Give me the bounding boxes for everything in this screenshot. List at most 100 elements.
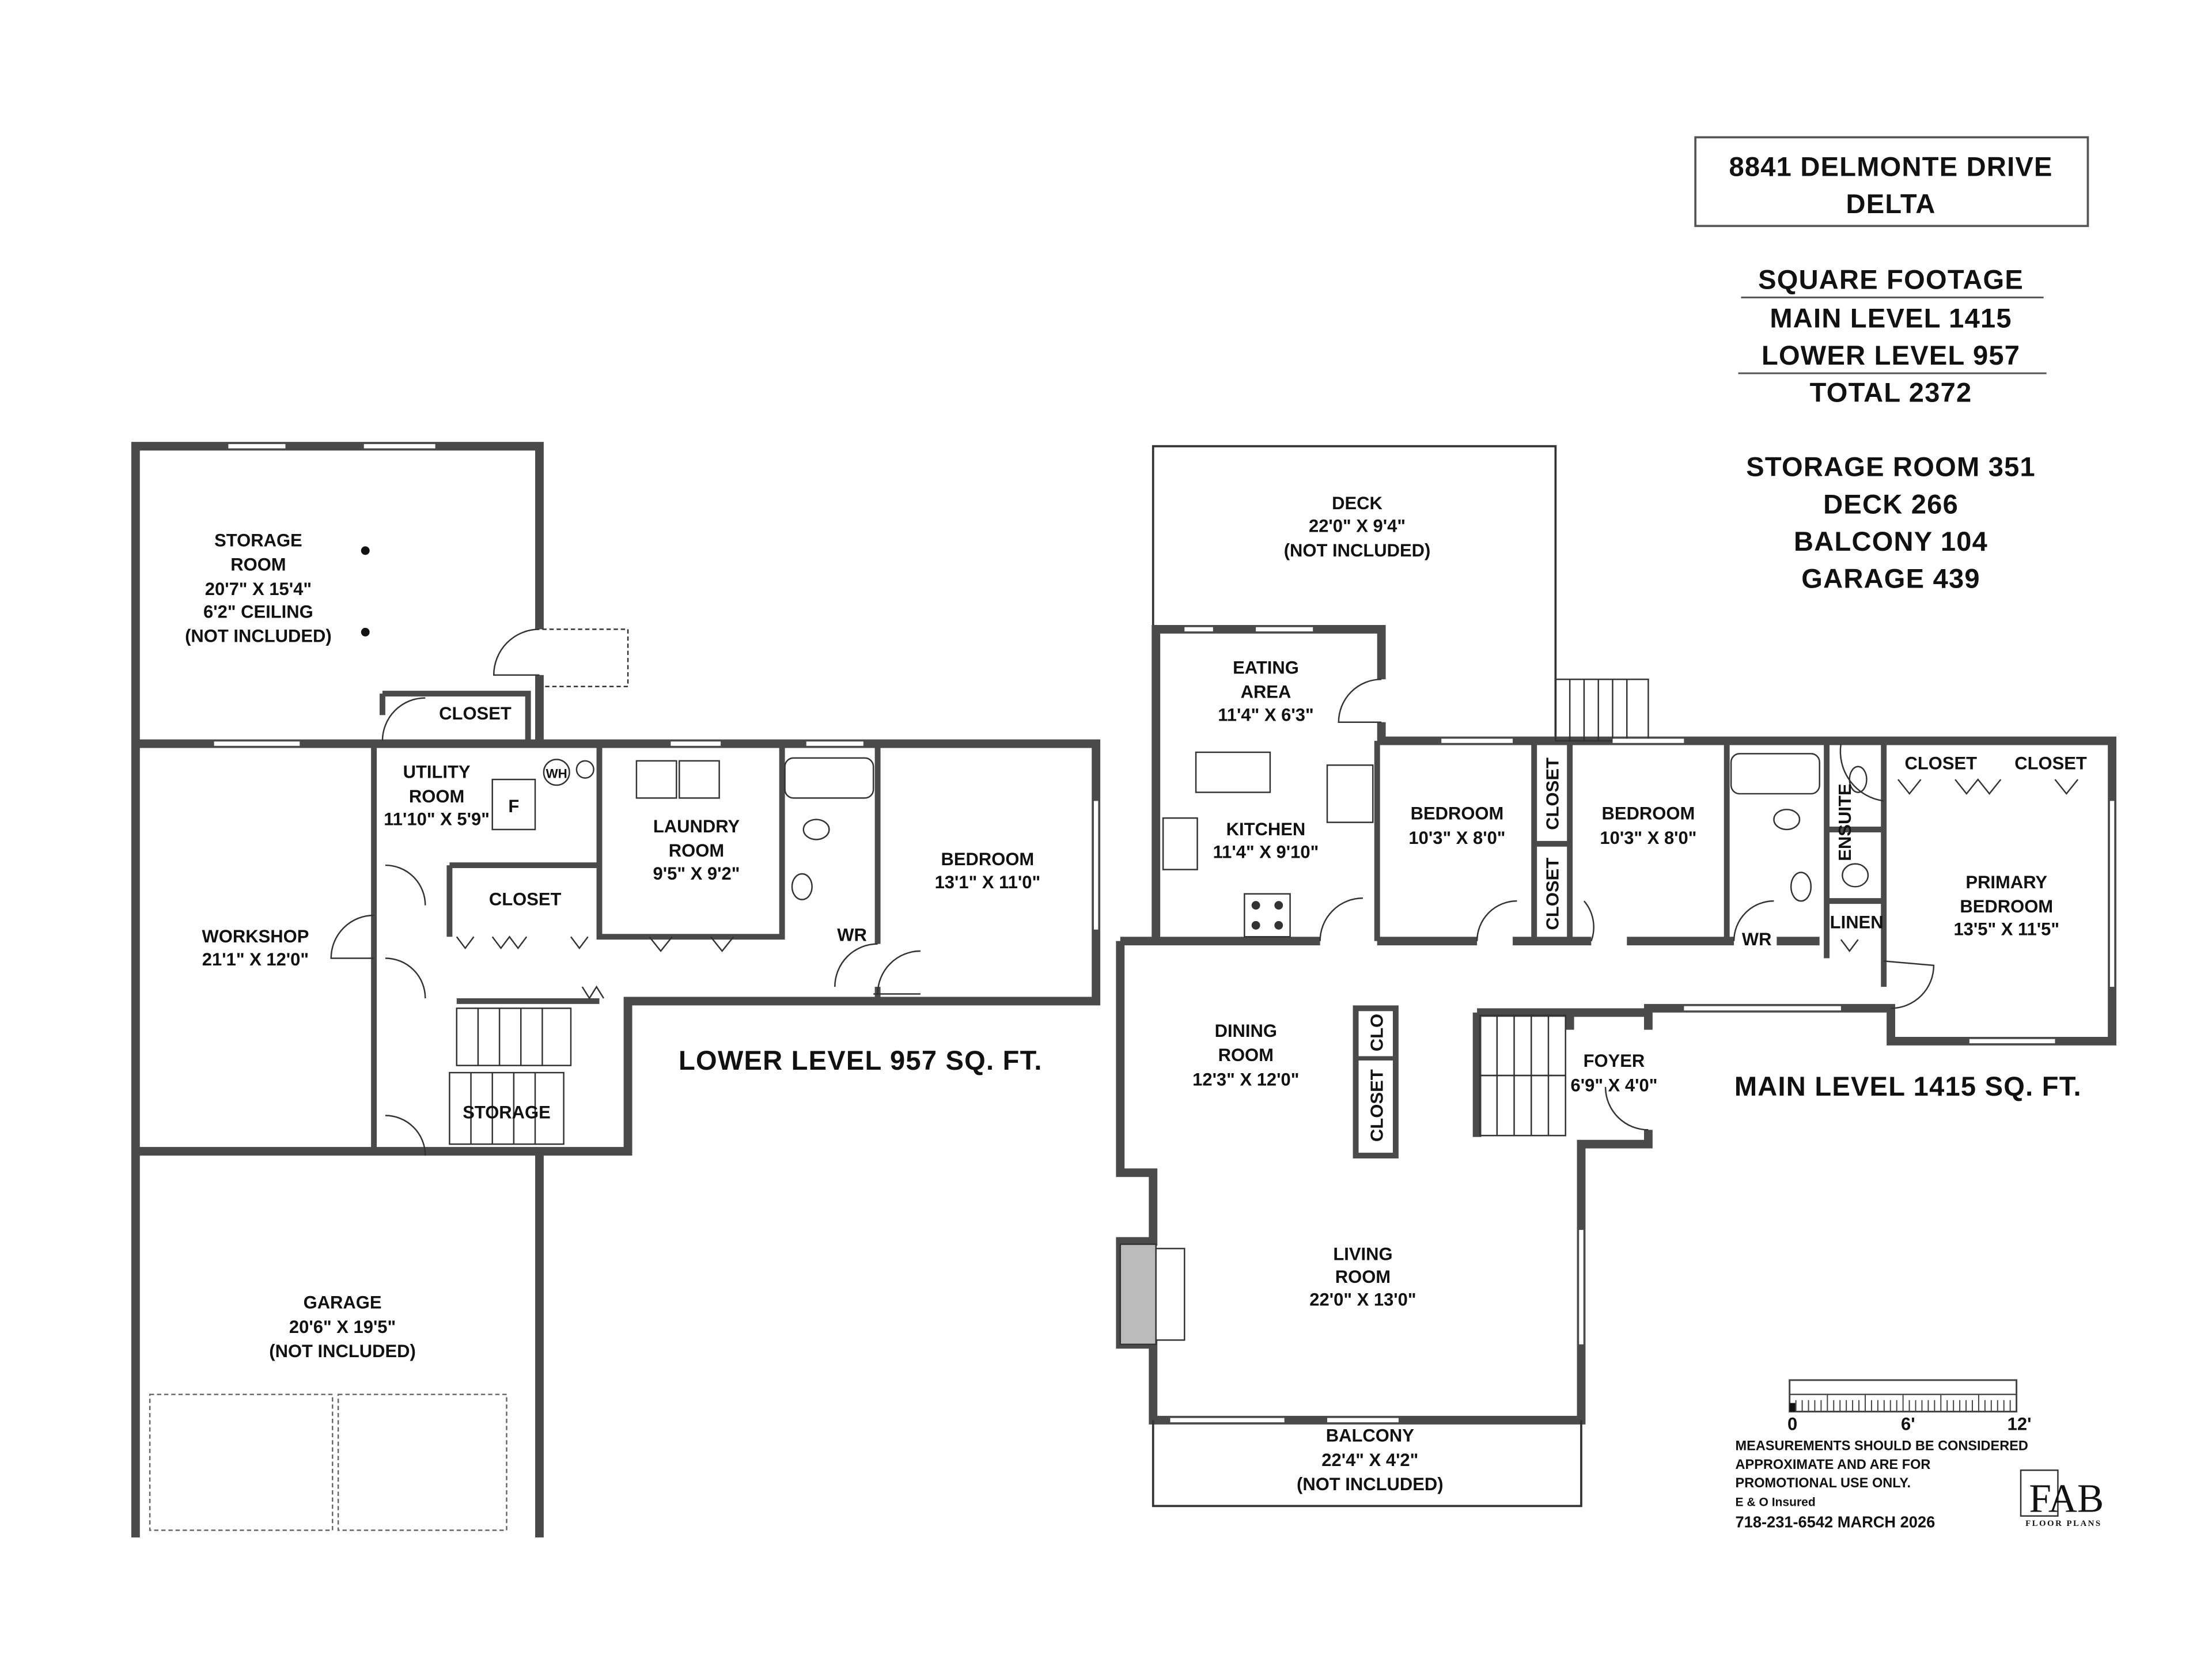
bathtub: [784, 757, 874, 799]
foyer-label: FOYER: [1584, 1051, 1645, 1071]
laundry-room-label: ROOM: [669, 840, 724, 861]
extra-garage: GARAGE 439: [1801, 563, 1980, 593]
scale-label-0: 0: [1787, 1414, 1797, 1434]
sink: [791, 873, 813, 900]
fab-logo: FAB FLOOR PLANS: [2020, 1469, 2104, 1528]
main-level-plan: DECK 22'0" X 9'4" (NOT INCLUDED) EATING …: [1116, 445, 2117, 1508]
square-footage: SQUARE FOOTAGE MAIN LEVEL 1415 LOWER LEV…: [1738, 264, 2047, 593]
workshop-dimensions: 21'1" X 12'0": [202, 949, 309, 969]
garage-note: (NOT INCLUDED): [269, 1341, 416, 1361]
garage-label: GARAGE: [304, 1293, 382, 1313]
primary-bedroom-label: BEDROOM: [1960, 896, 2053, 916]
primary-bedroom-dimensions: 13'5" X 11'5": [1953, 919, 2059, 940]
balcony-label: BALCONY: [1326, 1426, 1414, 1446]
closet-label: CLOSET: [1542, 757, 1562, 830]
primary-bedroom-label: PRIMARY: [1965, 872, 2047, 892]
kitchen-dimensions: 11'4" X 9'10": [1213, 842, 1319, 862]
storage-label: STORAGE: [463, 1102, 551, 1122]
disclaimer-line: PROMOTIONAL USE ONLY.: [1736, 1475, 1911, 1490]
washer: [635, 760, 677, 799]
bedroom-label: BEDROOM: [941, 849, 1035, 869]
extra-storage-room: STORAGE ROOM 351: [1746, 452, 2036, 482]
storage-room-note: (NOT INCLUDED): [185, 626, 332, 646]
city: DELTA: [1846, 188, 1936, 219]
closet-label: CLOSET: [1542, 858, 1562, 930]
scale-label-12: 12': [2008, 1414, 2032, 1434]
eating-area-label: EATING: [1233, 657, 1299, 677]
lower-level-sqft: LOWER LEVEL 957: [1762, 340, 2020, 370]
deck-note: (NOT INCLUDED): [1284, 540, 1431, 560]
utility-room-dimensions: 11'10" X 5'9": [384, 809, 490, 830]
storage-room-label: STORAGE: [214, 530, 302, 550]
bedroom-dimensions: 10'3" X 8'0": [1600, 828, 1696, 848]
storage-room-label: ROOM: [230, 555, 286, 575]
utility-room-label: UTILITY: [403, 762, 471, 782]
closet-label: CLOSET: [1367, 1069, 1387, 1142]
eating-area-dimensions: 11'4" X 6'3": [1218, 704, 1313, 725]
living-room-dimensions: 22'0" X 13'0": [1309, 1290, 1416, 1310]
bedroom-label: BEDROOM: [1411, 804, 1504, 824]
storage-room-ceiling: 6'2" CEILING: [203, 602, 313, 622]
scale-label-6: 6': [1901, 1414, 1915, 1434]
linen-label: LINEN: [1830, 912, 1884, 932]
disclaimer: MEASUREMENTS SHOULD BE CONSIDERED APPROX…: [1736, 1438, 2028, 1531]
logo-sub: FLOOR PLANS: [2025, 1519, 2102, 1528]
disclaimer-line: APPROXIMATE AND ARE FOR: [1736, 1457, 1931, 1472]
furnace: [491, 778, 536, 831]
foyer-dimensions: 6'9" X 4'0": [1571, 1075, 1658, 1095]
closet-label: CLOSET: [1904, 753, 1977, 774]
storage-room-dimensions: 20'7" X 15'4": [205, 579, 312, 599]
extra-balcony: BALCONY 104: [1794, 526, 1988, 556]
sink: [1790, 872, 1812, 902]
eating-area-label: AREA: [1241, 682, 1291, 702]
stove: [1244, 893, 1291, 938]
valve-icon: [575, 760, 594, 779]
garage-dimensions: 20'6" X 19'5": [289, 1317, 396, 1337]
furnace-label: F: [508, 796, 519, 816]
bedroom-dimensions: 10'3" X 8'0": [1408, 828, 1505, 848]
bathtub: [1730, 753, 1820, 795]
dining-room-label: DINING: [1215, 1021, 1277, 1041]
living-room-label: ROOM: [1335, 1267, 1391, 1287]
water-heater-label: WH: [546, 767, 567, 781]
workshop-label: WORKSHOP: [202, 926, 309, 946]
dryer: [679, 760, 720, 799]
clo-label: CLO: [1367, 1014, 1387, 1052]
lower-level-title: LOWER LEVEL 957 SQ. FT.: [679, 1045, 1043, 1075]
scale-bar: 0 6' 12': [1787, 1379, 2032, 1434]
living-room-label: LIVING: [1333, 1244, 1392, 1264]
washroom-label: WR: [1742, 929, 1772, 949]
closet-label: CLOSET: [439, 703, 512, 724]
logo-name: FAB: [2029, 1476, 2104, 1521]
laundry-room-label: LAUNDRY: [653, 816, 740, 836]
fridge: [1326, 764, 1374, 823]
dining-room-dimensions: 12'3" X 12'0": [1192, 1069, 1299, 1089]
contact-date: 718-231-6542 MARCH 2026: [1736, 1513, 1936, 1531]
deck-label: DECK: [1332, 493, 1382, 513]
utility-room-label: ROOM: [409, 786, 464, 806]
ensuite-label: ENSUITE: [1835, 783, 1855, 861]
toilet: [802, 819, 830, 840]
main-level-title: MAIN LEVEL 1415 SQ. FT.: [1734, 1071, 2082, 1101]
water-heater: [543, 759, 570, 786]
ensuite-sink: [1842, 863, 1869, 888]
laundry-room-dimensions: 9'5" X 9'2": [653, 863, 740, 884]
toilet: [1773, 809, 1801, 831]
closet-label: CLOSET: [2014, 753, 2087, 774]
title-block: 8841 DELMONTE DRIVE DELTA: [1694, 136, 2089, 228]
balcony-note: (NOT INCLUDED): [1297, 1474, 1444, 1494]
square-footage-heading: SQUARE FOOTAGE: [1758, 264, 2024, 294]
main-level-sqft: MAIN LEVEL 1415: [1770, 303, 2012, 334]
address: 8841 DELMONTE DRIVE: [1729, 151, 2052, 181]
bedroom-dimensions: 13'1" X 11'0": [935, 872, 1041, 892]
closet-label: CLOSET: [489, 889, 562, 910]
bedroom-label: BEDROOM: [1602, 804, 1695, 824]
dining-room-label: ROOM: [1218, 1045, 1274, 1065]
deck-dimensions: 22'0" X 9'4": [1309, 516, 1406, 536]
balcony-dimensions: 22'4" X 4'2": [1321, 1450, 1418, 1470]
lower-level-plan: F WH STORAGE ROOM 20'7" X 15'4" 6'2" CEI…: [131, 442, 1101, 1537]
extra-deck: DECK 266: [1823, 488, 1959, 519]
kitchen-sink: [1162, 817, 1198, 870]
kitchen-island: [1195, 751, 1271, 793]
